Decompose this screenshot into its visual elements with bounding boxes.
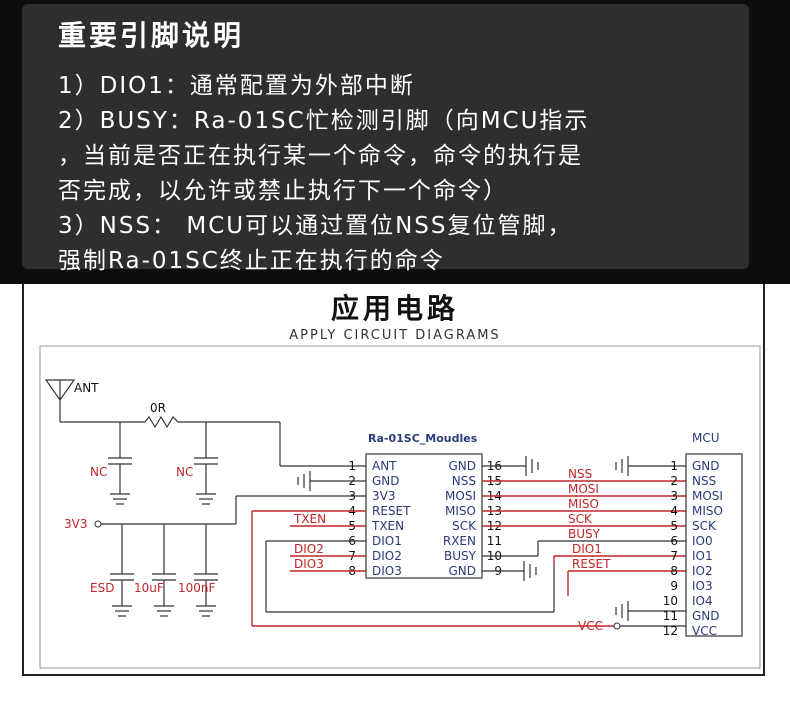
- ground-icon-pin2: [297, 471, 366, 491]
- mcu-pin-name: IO2: [692, 564, 713, 578]
- ground-icon-pin9: [482, 561, 537, 581]
- module-left-pin-name: DIO2: [372, 549, 402, 563]
- notes-line-6: 强制Ra-01SC终止正在执行的命令: [58, 248, 445, 274]
- mcu-box: [685, 453, 743, 637]
- module-right-pin-num: 11: [487, 534, 502, 548]
- mcu-pin-name: IO4: [692, 594, 713, 608]
- mcu-pin-num: 5: [670, 519, 678, 533]
- mcu-pin-num: 3: [670, 489, 678, 503]
- mcu-pin-name: VCC: [692, 624, 717, 638]
- supply-rail: [101, 495, 366, 525]
- circuit-title: 应用电路: [330, 292, 459, 325]
- supply-label: 3V3: [64, 517, 87, 531]
- module-left-pin-name: DIO1: [372, 534, 402, 548]
- module-left-pin-name: 3V3: [372, 489, 395, 503]
- antenna-wire: [60, 421, 366, 467]
- mcu-pin-num: 9: [670, 579, 678, 593]
- cap-label-100nf: 100nF: [178, 581, 216, 595]
- module-left-pin-num: 1: [348, 459, 356, 473]
- mcu-pin-num: 6: [670, 534, 678, 548]
- notes-card: [22, 4, 749, 269]
- spi-net-wires: [482, 480, 686, 527]
- notes-title: 重要引脚说明: [58, 19, 245, 52]
- circuit-subtitle: APPLY CIRCUIT DIAGRAMS: [289, 328, 501, 343]
- notes-line-3: ，当前是否正在执行某一个命令，命令的执行是: [58, 143, 583, 169]
- net-label-txen: TXEN: [293, 512, 326, 526]
- module-right-pin-name: GND: [448, 459, 476, 473]
- module-box: [365, 453, 483, 579]
- mcu-pin-num: 8: [670, 564, 678, 578]
- module-left-pin-num: 2: [348, 474, 356, 488]
- notes-line-2: 2）BUSY：Ra-01SC忙检测引脚（向MCU指示: [58, 108, 590, 134]
- cap-label-esd: ESD: [90, 581, 114, 595]
- mcu-pin-name: NSS: [692, 474, 716, 488]
- module-right-pin-name: MOSI: [445, 489, 476, 503]
- ground-icon-mcu1: [615, 456, 686, 476]
- mcu-pin-num: 2: [670, 474, 678, 488]
- mcu-name: MCU: [692, 431, 720, 445]
- module-right-pin-name: BUSY: [444, 549, 477, 563]
- nc-capacitor-left-icon: [108, 422, 132, 505]
- module-right-pin-name: MISO: [445, 504, 476, 518]
- module-name: Ra-01SC_Moudles: [368, 432, 478, 445]
- busy-wire: [482, 540, 686, 557]
- net-label-dio3: DIO3: [294, 557, 324, 571]
- left-net-wires: [251, 510, 614, 627]
- module-left-pin-name: TXEN: [371, 519, 404, 533]
- mcu-pin-num: 4: [670, 504, 678, 518]
- dio1-wire: [265, 540, 555, 613]
- antenna-label: ANT: [74, 381, 99, 395]
- net-label-sck: SCK: [568, 512, 593, 526]
- net-label-busy: BUSY: [568, 527, 601, 541]
- module-left-pin-name: DIO3: [372, 564, 402, 578]
- mcu-pin-num: 11: [663, 609, 678, 623]
- nc-right-label: NC: [176, 465, 193, 479]
- schematic-frame: [39, 345, 761, 669]
- antenna-icon: [44, 379, 76, 422]
- ground-icon-pin16: [482, 456, 539, 476]
- mcu-pin-num: 10: [663, 594, 678, 608]
- net-label-dio1: DIO1: [572, 542, 602, 556]
- mcu-pin-name: MOSI: [692, 489, 723, 503]
- ground-icon-mcu11: [615, 601, 686, 621]
- module-right-pin-name: NSS: [452, 474, 476, 488]
- mcu-pin-num: 7: [670, 549, 678, 563]
- cap-label-10uf: 10uF: [134, 581, 164, 595]
- notes-line-5: 3）NSS： MCU可以通过置位NSS复位管脚，: [58, 213, 573, 239]
- mcu-pin-num: 12: [663, 624, 678, 638]
- mcu-pin-name: SCK: [692, 519, 717, 533]
- vcc-label: VCC: [578, 619, 603, 633]
- mcu-pin-name: IO3: [692, 579, 713, 593]
- net-label-miso: MISO: [568, 497, 599, 511]
- mcu-pin-name: GND: [692, 459, 720, 473]
- net-label-reset: RESET: [572, 557, 611, 571]
- net-label-mosi: MOSI: [568, 482, 599, 496]
- module-left-pin-name: RESET: [372, 504, 411, 518]
- io-net-wires: [553, 555, 686, 596]
- net-label-dio2: DIO2: [294, 542, 324, 556]
- module-right-pin-name: GND: [448, 564, 476, 578]
- nc-left-label: NC: [90, 465, 107, 479]
- mcu-pin-name: IO1: [692, 549, 713, 563]
- module-left-pin-name: GND: [372, 474, 400, 488]
- net-label-nss: NSS: [568, 467, 592, 481]
- mcu-pin-name: GND: [692, 609, 720, 623]
- notes-line-1: 1）DIO1：通常配置为外部中断: [58, 73, 415, 99]
- module-right-pin-name: SCK: [452, 519, 477, 533]
- mcu-pin-name: MISO: [692, 504, 723, 518]
- vcc-terminal-icon: [613, 622, 621, 630]
- mcu-pin-num: 1: [670, 459, 678, 473]
- module-right-pin-name: RXEN: [443, 534, 476, 548]
- module-left-pin-name: ANT: [372, 459, 397, 473]
- module-left-pin-num: 3: [348, 489, 356, 503]
- notes-line-4: 否完成，以允许或禁止执行下一个命令）: [58, 178, 508, 204]
- resistor-icon: [144, 415, 179, 429]
- resistor-label: 0R: [150, 401, 166, 415]
- decoupling-capacitors-icon: [110, 524, 218, 617]
- nc-capacitor-right-icon: [194, 422, 218, 505]
- supply-terminal-icon: [94, 520, 102, 528]
- mcu-pin-name: IO0: [692, 534, 713, 548]
